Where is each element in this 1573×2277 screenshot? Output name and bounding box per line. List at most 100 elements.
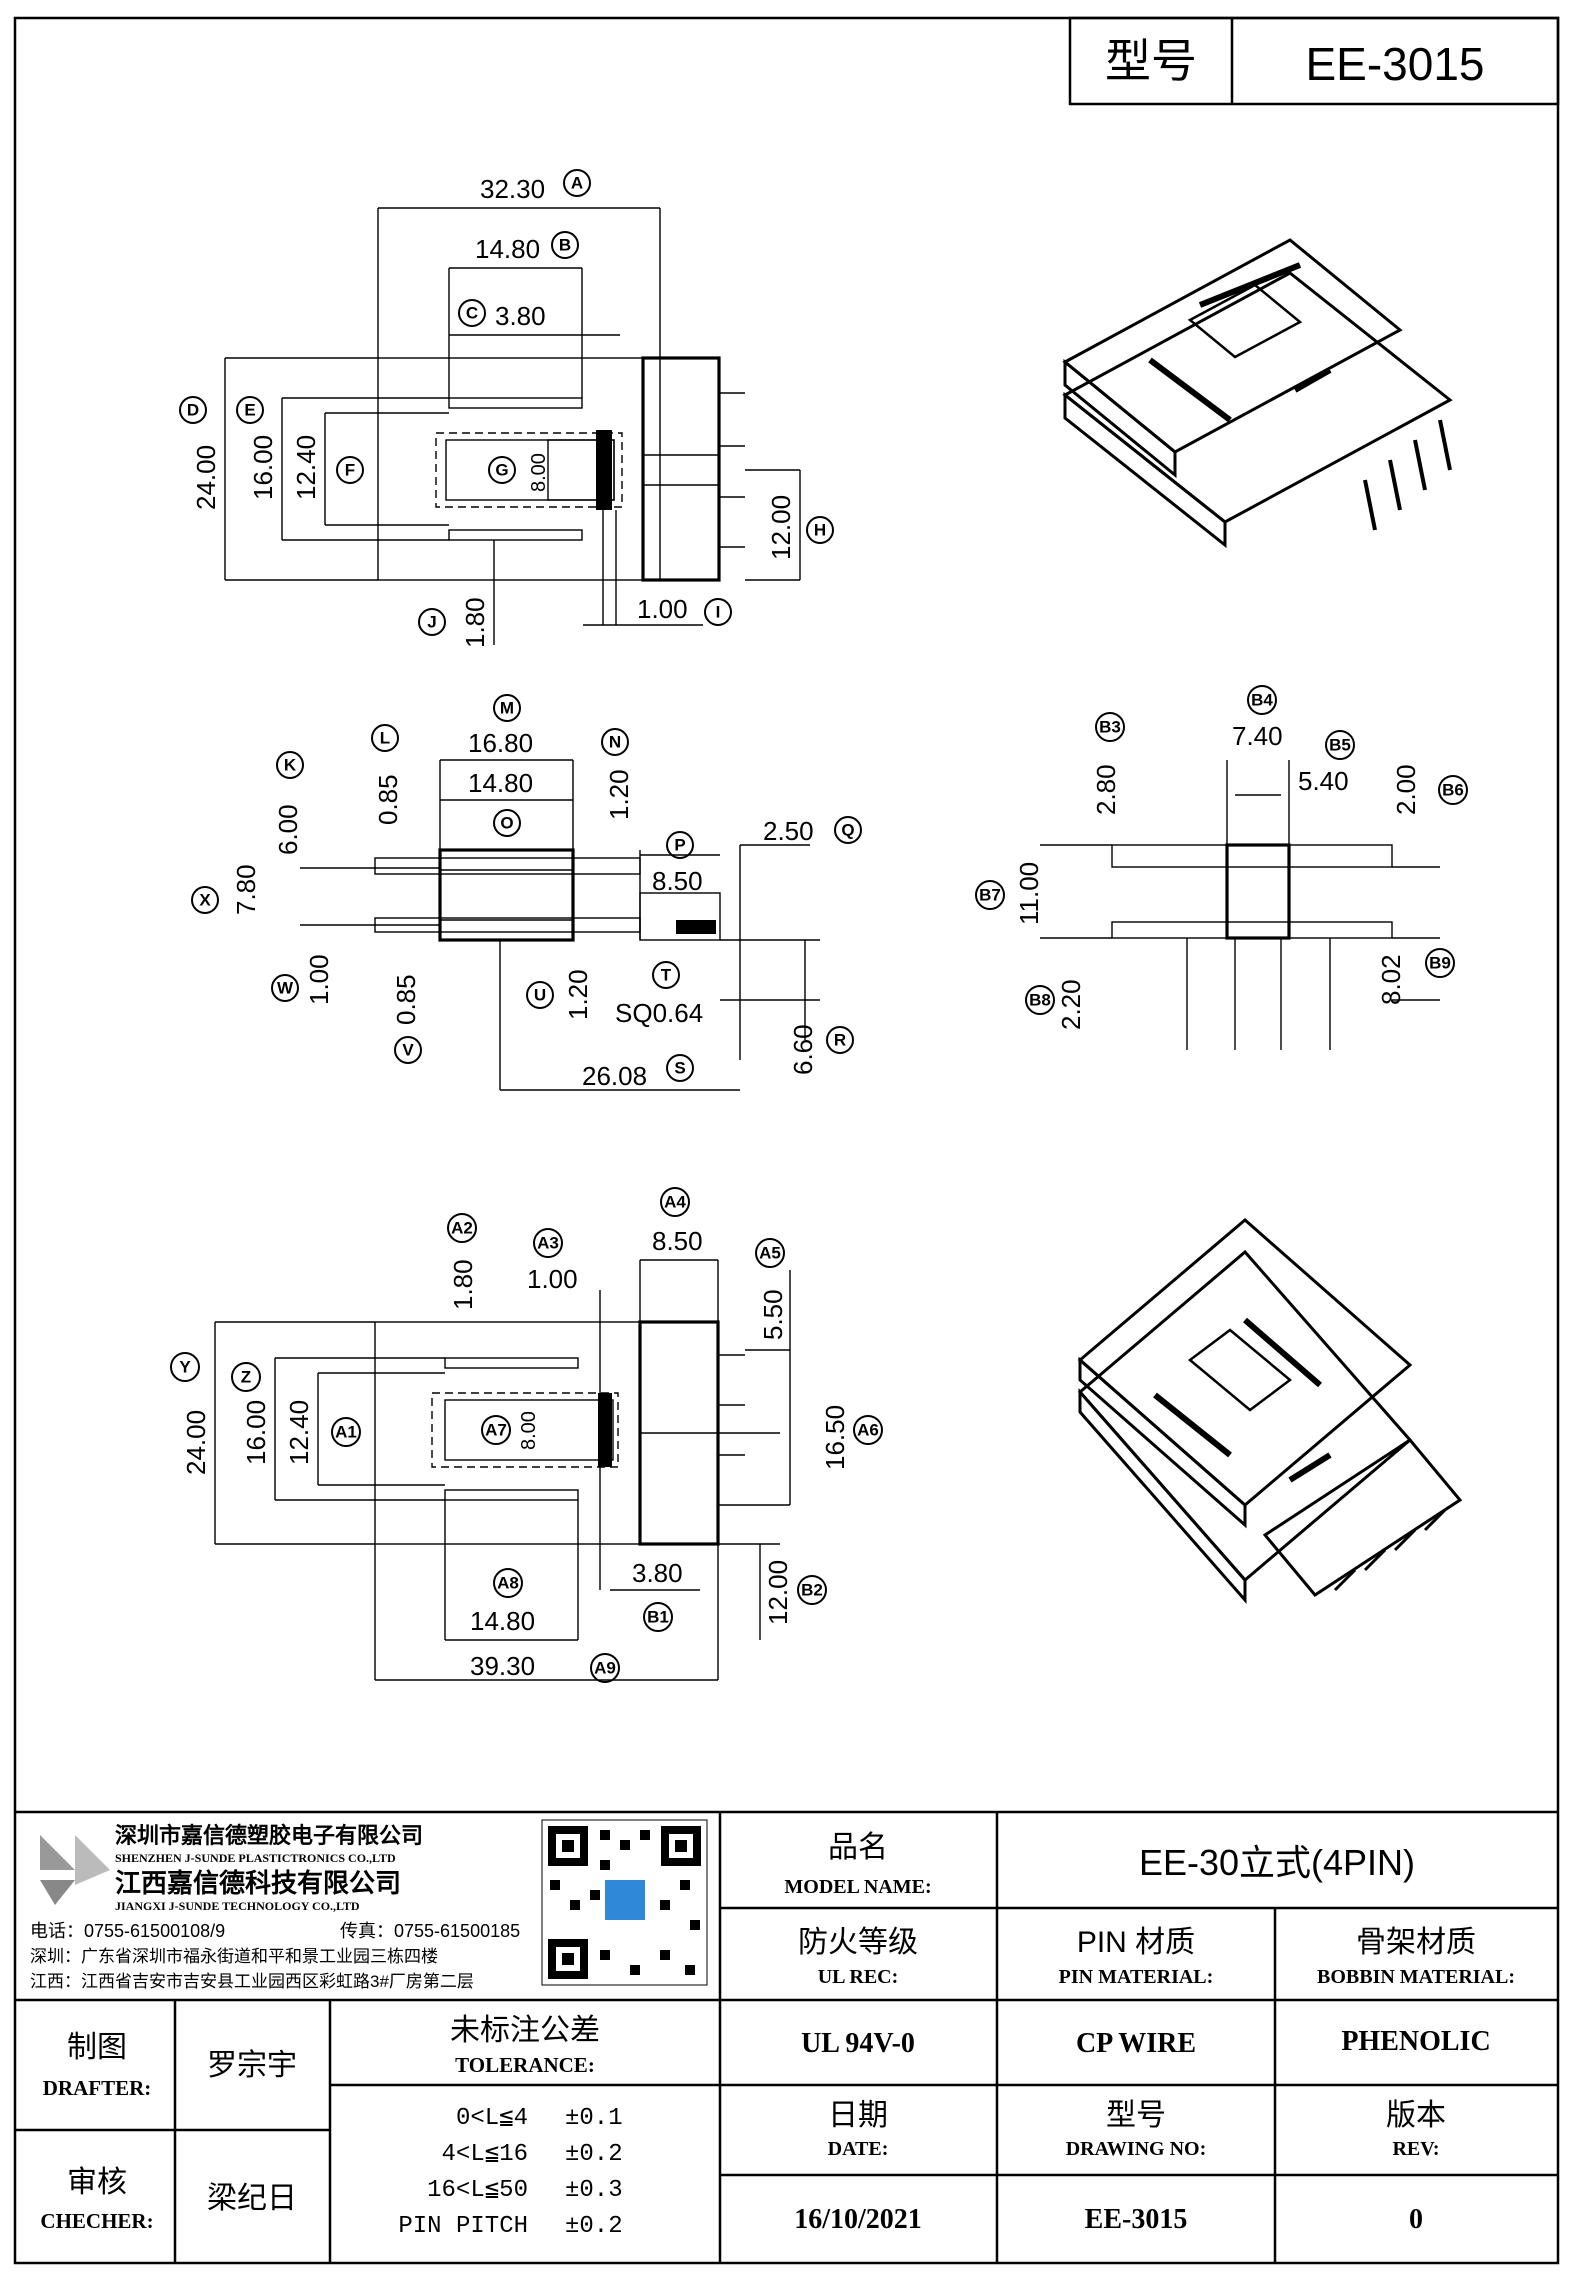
dim-A3: 1.00 bbox=[527, 1264, 578, 1294]
view-bottom: 1.80 1.00 8.50 5.50 16.50 8.00 24.00 16.… bbox=[181, 1226, 850, 1681]
dim-C: 3.80 bbox=[495, 301, 546, 331]
callout-K: K bbox=[284, 756, 297, 775]
dim-N: 1.20 bbox=[604, 769, 634, 820]
callout-A8: A8 bbox=[497, 1574, 519, 1593]
callout-T: T bbox=[661, 966, 672, 985]
checker-cn: 审核 bbox=[67, 2166, 127, 2199]
dim-R: 6.60 bbox=[788, 1024, 818, 1075]
tol-value-0: ±0.1 bbox=[565, 2105, 623, 2132]
dim-D: 24.00 bbox=[191, 445, 221, 510]
sheet-border bbox=[13, 16, 1560, 2265]
callout-A4: A4 bbox=[664, 1193, 686, 1212]
dim-O: 14.80 bbox=[468, 768, 533, 798]
tolerance-rows: 0<L≦4 ±0.1 4<L≦16 ±0.2 16<L≦50 ±0.3 PIN … bbox=[398, 2105, 622, 2240]
dim-B3: 2.80 bbox=[1091, 764, 1121, 815]
callout-B7: B7 bbox=[979, 886, 1001, 905]
callout-S: S bbox=[674, 1059, 685, 1078]
dim-Y: 24.00 bbox=[181, 1410, 211, 1475]
dim-B2: 12.00 bbox=[763, 1560, 793, 1625]
callout-A5: A5 bbox=[759, 1244, 781, 1263]
dim-B: 14.80 bbox=[475, 234, 540, 264]
dim-U: 1.20 bbox=[563, 969, 593, 1020]
tolerance-en: TOLERANCE: bbox=[455, 2053, 595, 2077]
model-name-cn: 品名 bbox=[828, 1831, 888, 1864]
tolerance-cn: 未标注公差 bbox=[450, 2014, 600, 2047]
company-logo bbox=[40, 1835, 110, 1905]
callout-X: X bbox=[199, 891, 211, 910]
dim-B9: 8.02 bbox=[1376, 954, 1406, 1005]
tol-value-1: ±0.2 bbox=[565, 2141, 623, 2168]
dim-B7: 11.00 bbox=[1014, 862, 1044, 925]
callout-G: G bbox=[495, 461, 508, 480]
dim-V: 0.85 bbox=[391, 974, 421, 1025]
dim-K: 6.00 bbox=[273, 804, 303, 855]
tol-value-2: ±0.3 bbox=[565, 2177, 623, 2204]
dim-A1: 12.40 bbox=[284, 1400, 314, 1465]
rev-cn: 版本 bbox=[1386, 2099, 1446, 2132]
callout-circles: A B C D E F G H I J K L M N O P Q R S T … bbox=[170, 169, 1468, 1683]
title-model-value: EE-3015 bbox=[1305, 38, 1484, 90]
callout-B8: B8 bbox=[1029, 991, 1051, 1010]
company-fax: 传真：0755-61500185 bbox=[340, 1921, 520, 1941]
drafter-cn: 制图 bbox=[67, 2031, 127, 2064]
callout-M: M bbox=[500, 699, 514, 718]
callout-B4: B4 bbox=[1251, 691, 1273, 710]
date-value: 16/10/2021 bbox=[794, 2204, 922, 2235]
dim-Z: 16.00 bbox=[241, 1400, 271, 1465]
dim-Q: 2.50 bbox=[763, 816, 814, 846]
pin-cn: PIN 材质 bbox=[1077, 1926, 1195, 1959]
dim-A: 32.30 bbox=[480, 174, 545, 204]
tol-range-2: 16<L≦50 bbox=[427, 2177, 528, 2204]
tol-range-0: 0<L≦4 bbox=[456, 2105, 528, 2132]
date-en: DATE: bbox=[828, 2138, 889, 2160]
callout-E: E bbox=[244, 401, 255, 420]
view-side: 7.40 5.40 2.80 2.00 11.00 2.20 8.02 bbox=[1014, 721, 1440, 1050]
company-addr-jx: 江西：江西省吉安市吉安县工业园西区彩虹路3#厂房第二层 bbox=[30, 1972, 474, 1991]
callout-B2: B2 bbox=[801, 1581, 823, 1600]
callout-C: C bbox=[466, 304, 478, 323]
dim-B6: 2.00 bbox=[1391, 764, 1421, 815]
checker-en: CHECHER: bbox=[40, 2209, 153, 2233]
dwg-en: DRAWING NO: bbox=[1066, 2138, 1207, 2160]
callout-A1: A1 bbox=[335, 1423, 357, 1442]
dim-M: 16.80 bbox=[468, 728, 533, 758]
dim-A6: 16.50 bbox=[820, 1405, 850, 1470]
dim-T: SQ0.64 bbox=[615, 998, 703, 1028]
dim-A2: 1.80 bbox=[448, 1259, 478, 1310]
tol-range-1: 4<L≦16 bbox=[442, 2141, 528, 2168]
callout-B5: B5 bbox=[1329, 736, 1351, 755]
drafter-en: DRAFTER: bbox=[43, 2076, 152, 2100]
callout-A3: A3 bbox=[537, 1234, 559, 1253]
dim-A5: 5.50 bbox=[758, 1289, 788, 1340]
view-isometric-bottom bbox=[1077, 1218, 1463, 1604]
callout-B1: B1 bbox=[647, 1608, 669, 1627]
ul-en: UL REC: bbox=[818, 1966, 899, 1988]
drafter-value: 罗宗宇 bbox=[207, 2049, 297, 2082]
company-name-cn-1: 深圳市嘉信德塑胶电子有限公司 bbox=[115, 1823, 423, 1848]
dim-A9: 39.30 bbox=[470, 1651, 535, 1681]
tol-range-3: PIN PITCH bbox=[398, 2213, 528, 2240]
callout-Q: Q bbox=[841, 821, 854, 840]
dim-B1: 3.80 bbox=[632, 1558, 683, 1588]
callout-P: P bbox=[674, 836, 685, 855]
bobbin-cn: 骨架材质 bbox=[1356, 1926, 1476, 1959]
dim-P: 8.50 bbox=[652, 866, 703, 896]
callout-I: I bbox=[716, 603, 721, 622]
callout-A6: A6 bbox=[857, 1421, 879, 1440]
title-block: 深圳市嘉信德塑胶电子有限公司 SHENZHEN J-SUNDE PLASTICT… bbox=[15, 1810, 1558, 2263]
dim-X: 7.80 bbox=[231, 864, 261, 915]
rev-en: REV: bbox=[1392, 2138, 1439, 2160]
callout-Z: Z bbox=[241, 1368, 251, 1387]
company-name-en-1: SHENZHEN J-SUNDE PLASTICTRONICS CO.,LTD bbox=[115, 1851, 396, 1865]
qr-code bbox=[541, 1819, 708, 1986]
company-name-en-2: JIANGXI J-SUNDE TECHNOLOGY CO.,LTD bbox=[115, 1899, 360, 1913]
dim-F: 12.40 bbox=[291, 435, 321, 500]
dim-S: 26.08 bbox=[582, 1061, 647, 1091]
bobbin-value: PHENOLIC bbox=[1341, 2026, 1490, 2057]
callout-A: A bbox=[571, 174, 583, 193]
dim-G: 8.00 bbox=[528, 453, 550, 492]
view-front: 16.80 14.80 6.00 0.85 1.20 7.80 1.00 0.8… bbox=[231, 728, 820, 1091]
callout-B: B bbox=[559, 236, 571, 255]
title-model-label: 型号 bbox=[1105, 35, 1197, 87]
dim-W: 1.00 bbox=[304, 954, 334, 1005]
